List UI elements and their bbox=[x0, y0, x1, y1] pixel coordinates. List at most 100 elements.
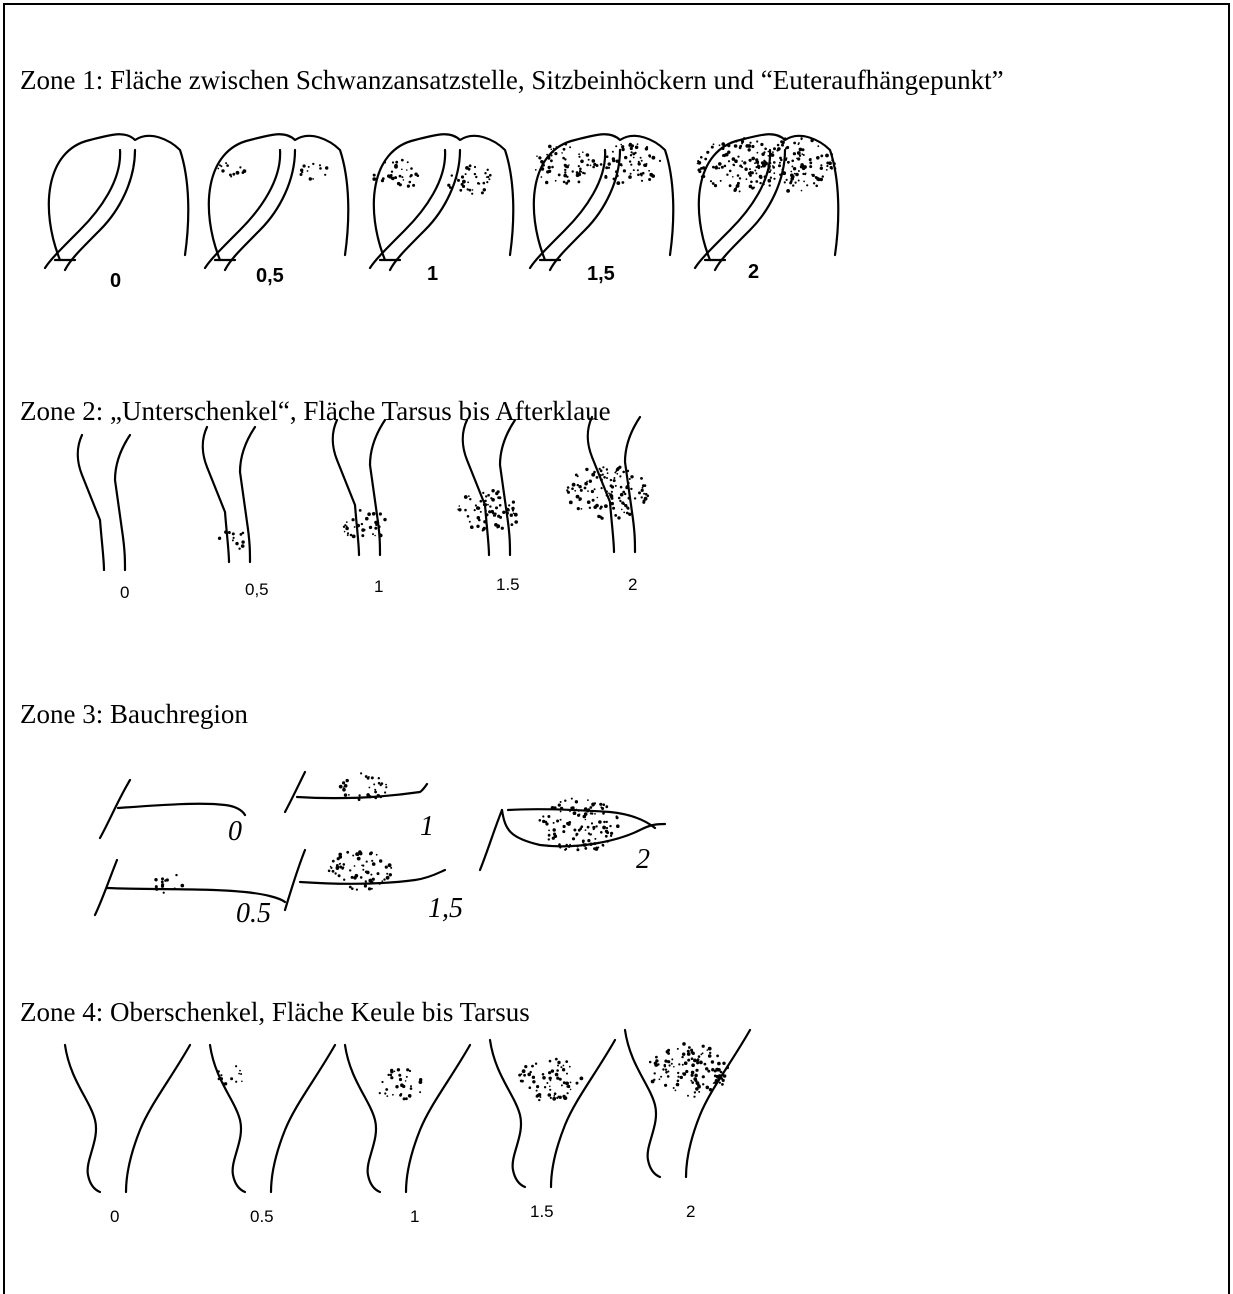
dirt-dot bbox=[390, 174, 392, 176]
dirt-dot bbox=[616, 181, 620, 185]
dirt-dot bbox=[461, 175, 464, 178]
dirt-dot bbox=[755, 172, 757, 174]
dirt-dot bbox=[578, 181, 581, 184]
dirt-dot bbox=[462, 185, 465, 188]
dirt-dot bbox=[564, 849, 566, 851]
dirt-dot bbox=[548, 830, 550, 832]
dirt-dot bbox=[698, 1091, 700, 1093]
dirt-dot bbox=[457, 509, 459, 511]
dirt-dot bbox=[361, 523, 363, 525]
dirt-dot bbox=[735, 141, 737, 143]
dirt-dot bbox=[817, 145, 819, 147]
dirt-dot bbox=[779, 174, 781, 176]
dirt-dot bbox=[401, 176, 403, 178]
dirt-dot bbox=[660, 1076, 662, 1078]
zone-1-illustrations: 0 0,5 1 1,5 2 bbox=[0, 120, 1233, 300]
dirt-dot bbox=[551, 166, 554, 169]
dirt-dot bbox=[721, 1083, 724, 1086]
dirt-dot bbox=[220, 165, 222, 167]
dirt-dot bbox=[538, 1093, 542, 1097]
dirt-dot bbox=[390, 1074, 393, 1077]
zone-2-score-label: 1.5 bbox=[496, 575, 520, 594]
dirt-dot bbox=[578, 165, 580, 167]
dirt-dot bbox=[567, 180, 570, 183]
dirt-dot bbox=[831, 153, 833, 155]
zone-3-score-label: 2 bbox=[636, 844, 650, 875]
dirt-dot bbox=[726, 1066, 729, 1069]
dirt-dot bbox=[550, 1080, 552, 1082]
dirt-dot bbox=[781, 169, 783, 171]
dirt-dot bbox=[595, 825, 597, 827]
dirt-dot bbox=[630, 488, 632, 490]
dirt-dot bbox=[343, 786, 345, 788]
dirt-dot bbox=[616, 816, 619, 819]
dirt-dot bbox=[580, 171, 582, 173]
dirt-dot bbox=[584, 482, 588, 486]
dirt-dot bbox=[739, 145, 742, 148]
dirt-dot bbox=[749, 185, 753, 189]
dirt-dot bbox=[671, 1058, 673, 1060]
dirt-dot bbox=[605, 835, 608, 838]
dirt-dot bbox=[649, 1061, 652, 1064]
dirt-dot bbox=[729, 184, 732, 187]
dirt-dot bbox=[762, 164, 766, 168]
dirt-dot bbox=[706, 1086, 710, 1090]
dirt-dot bbox=[557, 1061, 560, 1064]
dirt-dot bbox=[626, 485, 630, 489]
dirt-dot bbox=[624, 156, 627, 159]
dirt-dot bbox=[749, 168, 751, 170]
dirt-dot bbox=[565, 1060, 568, 1063]
dirt-dot bbox=[682, 1053, 685, 1056]
dirt-dot bbox=[560, 1066, 562, 1068]
dirt-dot bbox=[352, 855, 354, 857]
dirt-dot bbox=[577, 507, 580, 510]
dirt-dot bbox=[628, 175, 632, 179]
dirt-dot bbox=[773, 161, 776, 164]
dirt-dot bbox=[578, 829, 581, 832]
dirt-dot bbox=[718, 162, 722, 166]
dirt-dot bbox=[698, 169, 700, 171]
dirt-dot bbox=[481, 191, 484, 194]
dirt-dot bbox=[615, 170, 618, 173]
dirt-dot bbox=[629, 478, 631, 480]
dirt-dot bbox=[375, 524, 377, 526]
dirt-dot bbox=[551, 1069, 554, 1072]
dirt-dot bbox=[609, 493, 612, 496]
dirt-dot bbox=[232, 539, 234, 541]
dirt-dot bbox=[794, 173, 796, 175]
dirt-dot bbox=[392, 1094, 394, 1096]
dirt-dot bbox=[750, 181, 753, 184]
dirt-dot bbox=[828, 161, 832, 165]
dirt-dot bbox=[602, 826, 606, 830]
dirt-dot bbox=[623, 512, 625, 514]
dirt-dot bbox=[366, 861, 368, 863]
dirt-dot bbox=[218, 537, 221, 540]
dirt-dot bbox=[483, 182, 486, 185]
dirt-dot bbox=[492, 512, 495, 515]
dirt-dot bbox=[220, 1074, 222, 1076]
dirt-dot bbox=[613, 479, 616, 482]
dirt-dot bbox=[606, 468, 608, 470]
dirt-dot bbox=[576, 845, 578, 847]
dirt-dot bbox=[343, 863, 346, 866]
dirt-dot bbox=[702, 166, 705, 169]
dirt-dot bbox=[556, 1077, 559, 1080]
dirt-dot bbox=[238, 1073, 240, 1075]
dirt-dot bbox=[626, 512, 629, 515]
dirt-dot bbox=[667, 1071, 669, 1073]
dirt-dot bbox=[593, 842, 596, 845]
dirt-dot bbox=[613, 477, 615, 479]
dirt-dot bbox=[806, 184, 808, 186]
dirt-dot bbox=[409, 181, 412, 184]
dirt-dot bbox=[366, 793, 370, 797]
dirt-dot bbox=[230, 176, 232, 178]
dirt-dot bbox=[605, 805, 608, 808]
dirt-dot bbox=[356, 889, 358, 891]
dirt-dot bbox=[478, 519, 481, 522]
dirt-dot bbox=[377, 872, 380, 875]
dirt-dot bbox=[373, 783, 375, 785]
dirt-dot bbox=[745, 144, 749, 148]
dirt-dot bbox=[629, 160, 631, 162]
dirt-dot bbox=[161, 877, 164, 880]
dirt-dot bbox=[665, 1069, 667, 1071]
